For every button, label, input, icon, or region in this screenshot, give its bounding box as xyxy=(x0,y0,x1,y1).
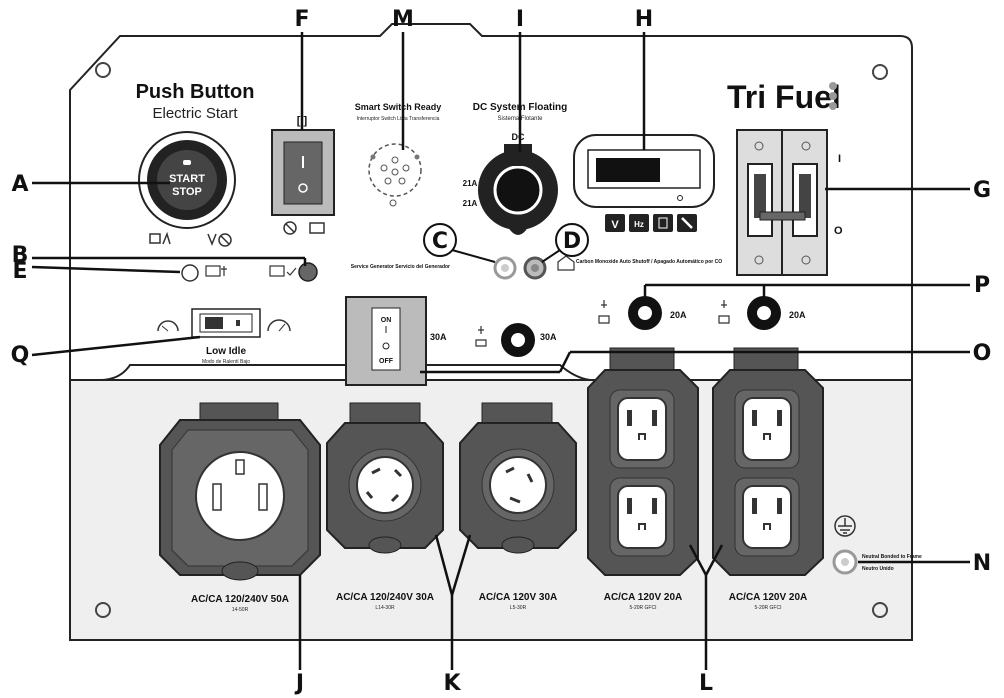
low-idle-label: Low Idle xyxy=(206,346,246,357)
callout-c: C xyxy=(432,229,448,254)
outlet-20a-2-sublabel: 5-20R GFCI xyxy=(755,605,782,611)
outlet-20a-gfci-1[interactable] xyxy=(587,347,699,576)
brand-logo: Tri Fuel xyxy=(727,79,841,115)
callout-d: D xyxy=(563,229,581,254)
outlet-30a-sublabel: L5-30R xyxy=(510,605,527,611)
callout-m: M xyxy=(392,7,414,32)
30a-switch-rating: 30A xyxy=(430,332,447,342)
dc-21a-bottom: 21A xyxy=(463,199,478,208)
outlet-30a-twist-sublabel: L14-30R xyxy=(375,605,395,611)
callout-l: L xyxy=(699,671,713,696)
callout-k: K xyxy=(443,671,461,696)
outlet-30a-120v[interactable] xyxy=(459,402,577,554)
meter-mode-icons: V Hz xyxy=(605,214,697,232)
callout-g: G xyxy=(973,178,991,203)
smart-switch-subtitle: Interruptor Switch Lista Transferencia xyxy=(357,116,440,122)
plug-icon xyxy=(598,300,730,324)
brand-dots xyxy=(829,82,837,110)
outlet-20a-2-label: AC/CA 120V 20A xyxy=(729,592,808,603)
switch-off-label: OFF xyxy=(379,358,394,365)
neutral-text: Neutral Bonded to Frame xyxy=(862,554,922,560)
callout-i: I xyxy=(516,7,524,32)
fuel-switch-icon xyxy=(283,221,325,235)
30a-breaker-rating: 30A xyxy=(540,332,557,342)
mounting-hole xyxy=(95,602,111,618)
plug-icon xyxy=(475,326,487,347)
outlet-20a-gfci-2[interactable] xyxy=(712,347,824,576)
callout-e: E xyxy=(12,259,27,284)
low-idle-fast-icon xyxy=(267,319,291,332)
fuel-selector-switch[interactable] xyxy=(283,141,323,205)
outlet-50a-label: AC/CA 120/240V 50A xyxy=(191,594,289,605)
outlet-20a-1-label: AC/CA 120V 20A xyxy=(604,592,683,603)
meter-hz-icon: Hz xyxy=(634,220,644,229)
meter-v-icon: V xyxy=(611,219,619,231)
outlet-50a[interactable] xyxy=(159,402,321,581)
low-idle-slow-icon xyxy=(157,320,179,332)
switch-on-label: ON xyxy=(381,317,392,324)
start-label: START xyxy=(169,173,205,185)
callout-n: N xyxy=(973,551,991,576)
outlet-30a-twist-label: AC/CA 120/240V 30A xyxy=(336,592,434,603)
mounting-hole xyxy=(872,602,888,618)
20a-breaker-rating-left: 20A xyxy=(670,310,687,320)
breaker-tie-bar xyxy=(759,211,806,221)
co-shutoff-text: Carbon Monoxide Auto Shutoff / Apagado A… xyxy=(576,259,722,265)
outlet-50a-sublabel: 14-50R xyxy=(232,607,249,613)
outlet-20a-1-sublabel: 5-20R GFCI xyxy=(630,605,657,611)
battery-status-indicator xyxy=(298,262,318,282)
start-hand-icon xyxy=(149,231,232,247)
20a-breaker-rating-right: 20A xyxy=(789,310,806,320)
callout-f: F xyxy=(294,7,309,32)
callout-j: J xyxy=(294,671,304,696)
low-idle-sublabel: Modo de Ralentí Bajo xyxy=(202,359,250,365)
dc-12v-outlet[interactable] xyxy=(478,144,558,235)
mounting-hole xyxy=(95,62,111,78)
breaker-on-mark: I xyxy=(838,153,841,165)
neutral-subtext: Neutro Unido xyxy=(862,566,894,572)
hour-meter-screen xyxy=(596,158,660,182)
battery-charging-indicator xyxy=(181,264,199,282)
co-warning-icon xyxy=(557,255,575,271)
meter-fuel-icon xyxy=(653,214,673,232)
outlet-30a-label: AC/CA 120V 30A xyxy=(479,592,558,603)
callout-o: O xyxy=(973,341,992,366)
callout-a: A xyxy=(11,172,28,197)
dc-21a-top: 21A xyxy=(463,179,478,188)
outlet-30a-twist-lock[interactable] xyxy=(326,402,444,554)
smart-switch-title: Smart Switch Ready xyxy=(355,102,442,112)
ground-icon xyxy=(834,515,856,537)
svg-text:DC: DC xyxy=(512,132,525,142)
callout-lines xyxy=(31,32,970,670)
battery-check-icon xyxy=(269,265,285,277)
breaker-off-mark: O xyxy=(834,225,843,237)
service-generator-text: Service Generator Servicio del Generador xyxy=(351,264,450,270)
smart-switch-indicator xyxy=(389,199,397,207)
start-subtitle: Electric Start xyxy=(152,105,238,122)
battery-icon xyxy=(205,265,221,277)
30a-breaker-switch[interactable] xyxy=(371,307,401,371)
callout-q: Q xyxy=(11,343,30,368)
callout-p: P xyxy=(974,273,990,298)
callout-b: B xyxy=(12,243,29,268)
callout-c-circle xyxy=(423,223,457,257)
mounting-hole xyxy=(872,64,888,80)
smart-switch-connector[interactable] xyxy=(368,143,422,197)
start-title: Push Button xyxy=(136,81,255,103)
callout-d-circle xyxy=(555,223,589,257)
stop-label: STOP xyxy=(172,186,202,198)
callout-h: H xyxy=(635,7,653,32)
